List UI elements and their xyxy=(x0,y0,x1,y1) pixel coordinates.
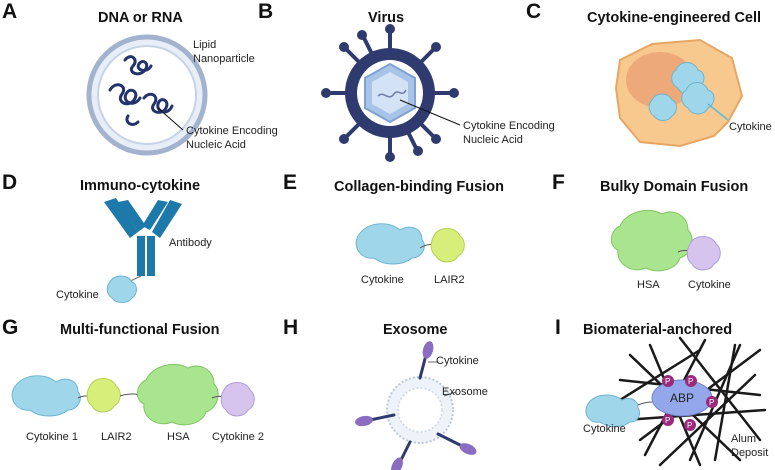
panel-title-f: Bulky Domain Fusion xyxy=(600,179,749,195)
label-lair2-e: LAIR2 xyxy=(434,274,465,286)
antibody-fab-right-inner xyxy=(142,200,168,230)
viral-nucleic-acid xyxy=(377,89,407,98)
phosphate-bead xyxy=(706,396,718,408)
panel-letter-b: B xyxy=(258,0,274,23)
antibody-fab-left-outer xyxy=(104,198,138,238)
label-cytokine-encoding-a: Cytokine Encoding xyxy=(186,125,278,137)
panel-title-c: Cytokine-engineered Cell xyxy=(587,10,762,26)
label-p: P xyxy=(665,377,671,386)
panel-letter-i: I xyxy=(555,316,561,339)
label-lipid: Lipid xyxy=(193,39,217,51)
label-nanoparticle: Nanoparticle xyxy=(193,53,255,65)
label-cytokine-i: Cytokine xyxy=(583,423,626,435)
panel-letter-a: A xyxy=(2,0,18,23)
panel-title-b: Virus xyxy=(368,10,405,26)
label-nucleic-acid-a: Nucleic Acid xyxy=(186,139,246,151)
antibody-fab-left-inner xyxy=(118,200,146,232)
cytokine-blob xyxy=(106,275,137,303)
label-cytokine-h: Cytokine xyxy=(436,355,479,367)
label-p: P xyxy=(687,421,693,430)
panel-letter-d: D xyxy=(2,171,18,194)
cell-nucleus xyxy=(626,52,694,108)
cytokine-blob xyxy=(585,394,641,427)
lair2-blob xyxy=(86,378,121,413)
hsa-blob xyxy=(611,210,693,272)
label-p: P xyxy=(688,377,694,386)
label-cytokine-f: Cytokine xyxy=(688,279,731,291)
cytokine-blob xyxy=(11,375,81,417)
panel-title-a: DNA or RNA xyxy=(98,10,183,26)
exosome-cytokine xyxy=(391,457,403,470)
phosphate-bead xyxy=(662,375,674,387)
label-antibody: Antibody xyxy=(169,237,212,249)
panel-title-g: Multi-functional Fusion xyxy=(60,322,220,338)
antibody-fc-left xyxy=(137,236,145,276)
exosome-cytokine xyxy=(422,341,434,359)
cytokine-blob xyxy=(648,93,677,121)
cytokine-blob xyxy=(355,223,425,265)
panel-letter-e: E xyxy=(283,171,298,194)
label-p: P xyxy=(665,416,671,425)
label-cytokine2-g: Cytokine 2 xyxy=(212,431,264,443)
label-nucleic-acid-b: Nucleic Acid xyxy=(463,134,523,146)
phosphate-bead xyxy=(662,414,674,426)
nucleic-acid-strand xyxy=(125,114,140,126)
label-hsa-g: HSA xyxy=(167,431,190,443)
cytokine-blob xyxy=(681,82,715,115)
phosphate-bead xyxy=(684,419,696,431)
label-cytokine-e: Cytokine xyxy=(361,274,404,286)
nucleic-acid-strand xyxy=(108,83,142,106)
phosphate-bead xyxy=(685,375,697,387)
nucleic-acid-strand xyxy=(123,55,153,76)
hsa-blob xyxy=(137,364,219,426)
label-deposit: Deposit xyxy=(731,447,769,459)
label-abp: ABP xyxy=(670,391,695,405)
antibody-fab-right-outer xyxy=(152,200,182,238)
panel-letter-g: G xyxy=(2,316,19,339)
label-hsa-f: HSA xyxy=(637,279,660,291)
panel-letter-f: F xyxy=(552,171,565,194)
label-cytokine-encoding-b: Cytokine Encoding xyxy=(463,120,555,132)
panel-letter-h: H xyxy=(283,316,299,339)
lair2-blob xyxy=(430,228,465,263)
cytokine-blob xyxy=(220,382,255,417)
label-cytokine1-g: Cytokine 1 xyxy=(26,431,78,443)
label-alum: Alum xyxy=(731,433,757,445)
label-lair2-g: LAIR2 xyxy=(101,431,132,443)
antibody-fc-right xyxy=(147,236,155,276)
panel-letter-c: C xyxy=(526,0,542,23)
panel-title-i: Biomaterial-anchored xyxy=(583,322,733,338)
cytokine-blob xyxy=(686,236,721,271)
label-exosome: Exosome xyxy=(442,386,488,398)
panel-title-d: Immuno-cytokine xyxy=(80,178,201,194)
panel-title-e: Collagen-binding Fusion xyxy=(334,179,504,195)
label-p: P xyxy=(709,398,715,407)
label-cytokine-c: Cytokine xyxy=(729,121,772,133)
label-cytokine-d: Cytokine xyxy=(56,289,99,301)
panel-title-h: Exosome xyxy=(383,322,448,338)
exosome-cytokine xyxy=(355,415,373,427)
exosome-cytokine xyxy=(459,443,477,455)
